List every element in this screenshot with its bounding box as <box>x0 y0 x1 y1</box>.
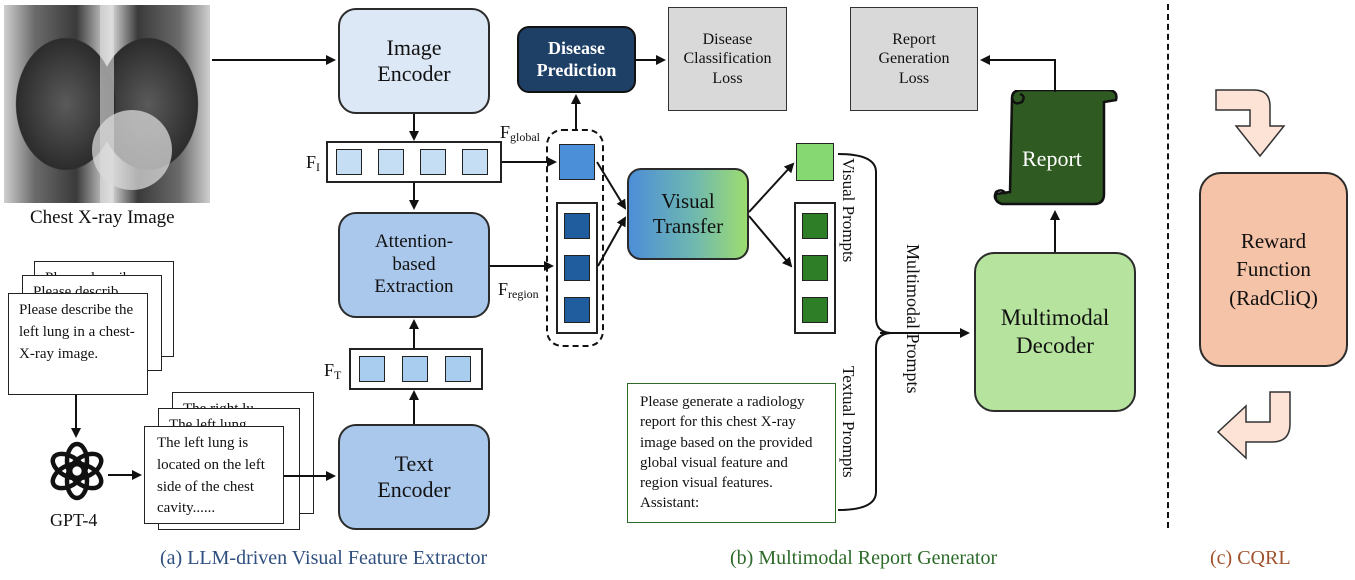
region-feature-column <box>556 202 598 334</box>
multimodal-decoder-label: Multimodal Decoder <box>1000 305 1110 358</box>
f-region-sub: region <box>508 287 539 301</box>
text-feature-token <box>445 356 471 382</box>
f-t-sub: T <box>334 368 342 382</box>
question-note: Please describe the left lung in a chest… <box>8 293 148 395</box>
f-i-sub: I <box>316 160 321 174</box>
f-region-main: F <box>498 279 509 299</box>
reward-function-label: Reward Function (RadCliQ) <box>1229 228 1318 310</box>
f-region-label: Fregion <box>498 279 539 302</box>
text-encoder-box: Text Encoder <box>338 424 490 530</box>
report-loss-box: Report Generation Loss <box>850 7 978 111</box>
vt-to-region-prompt-arrow <box>748 215 793 268</box>
caption-b: (b) Multimodal Report Generator <box>730 547 998 569</box>
f-global-label: Fglobal <box>500 122 540 145</box>
vt-to-global-prompt-arrow <box>748 162 795 213</box>
image-encoder-box: Image Encoder <box>338 8 490 114</box>
attention-extraction-label: Attention-based Extraction <box>374 230 454 298</box>
question-note-text: Please describe the left lung in a chest… <box>19 302 135 362</box>
disease-loss-label: Disease Classification Loss <box>683 31 772 87</box>
visual-prompt-global-token <box>796 143 834 181</box>
section-divider <box>1167 4 1169 528</box>
region-feature-token <box>564 255 590 281</box>
visual-transfer-box: Visual Transfer <box>627 168 749 260</box>
f-i-label: FI <box>306 152 320 175</box>
visual-transfer-label: Visual Transfer <box>652 188 724 238</box>
global-feature-token <box>559 144 595 180</box>
text-feature-token <box>359 356 385 382</box>
image-feature-token <box>336 149 362 175</box>
answer-note: The left lung is located on the left sid… <box>144 426 284 524</box>
cqrl-loop-arrow-bottom-icon <box>1216 391 1291 460</box>
image-feature-row <box>326 141 502 183</box>
region-feature-token <box>564 213 590 239</box>
reward-function-box: Reward Function (RadCliQ) <box>1199 172 1348 367</box>
f-global-sub: global <box>510 130 541 144</box>
text-encoder-label: Text Encoder <box>377 450 451 502</box>
f-global-main: F <box>500 122 511 142</box>
textual-prompt-text: Please generate a radiology report for t… <box>640 394 813 512</box>
f-t-main: F <box>324 360 335 380</box>
cqrl-loop-arrow-top-icon <box>1215 89 1286 158</box>
region-feature-token <box>564 297 590 323</box>
visual-prompt-region-token <box>802 297 828 323</box>
region-to-vt-arrow <box>597 216 626 267</box>
visual-prompts-label: Visual Prompts <box>839 158 858 263</box>
global-to-vt-arrow <box>596 161 627 210</box>
text-feature-token <box>402 356 428 382</box>
feature-group-dashed <box>546 129 604 347</box>
visual-prompt-region-token <box>802 255 828 281</box>
image-feature-token <box>378 149 404 175</box>
report-scroll-icon <box>993 90 1118 206</box>
multimodal-decoder-box: Multimodal Decoder <box>974 252 1136 412</box>
multimodal-prompts-label: Multimodal Prompts <box>903 244 923 394</box>
f-i-main: F <box>306 152 317 172</box>
attention-extraction-box: Attention-based Extraction <box>338 212 490 318</box>
disease-prediction-label: Disease Prediction <box>536 37 617 80</box>
visual-prompt-region-token <box>802 213 828 239</box>
gpt4-logo-icon <box>50 441 104 501</box>
textual-prompt-note: Please generate a radiology report for t… <box>627 383 836 523</box>
image-feature-token <box>462 149 488 175</box>
image-feature-token <box>420 149 446 175</box>
caption-c: (c) CQRL <box>1210 547 1291 569</box>
xray-caption: Chest X-ray Image <box>30 207 175 228</box>
f-t-label: FT <box>324 360 341 383</box>
text-feature-row <box>349 348 483 390</box>
report-label: Report <box>1022 146 1082 171</box>
image-encoder-label: Image Encoder <box>377 34 451 86</box>
prompts-brace <box>837 153 893 511</box>
visual-prompt-region-column <box>794 202 836 334</box>
report-loss-label: Report Generation Loss <box>878 31 950 87</box>
xray-heart <box>92 110 172 190</box>
disease-loss-box: Disease Classification Loss <box>668 7 787 111</box>
disease-prediction-box: Disease Prediction <box>517 26 636 93</box>
report-to-loss-arrow <box>980 55 1056 92</box>
gpt4-label: GPT-4 <box>50 510 98 530</box>
textual-prompts-label: Textual Prompts <box>839 366 858 478</box>
answer-note-text: The left lung is located on the left sid… <box>157 435 265 517</box>
caption-a: (a) LLM-driven Visual Feature Extractor <box>160 547 488 569</box>
